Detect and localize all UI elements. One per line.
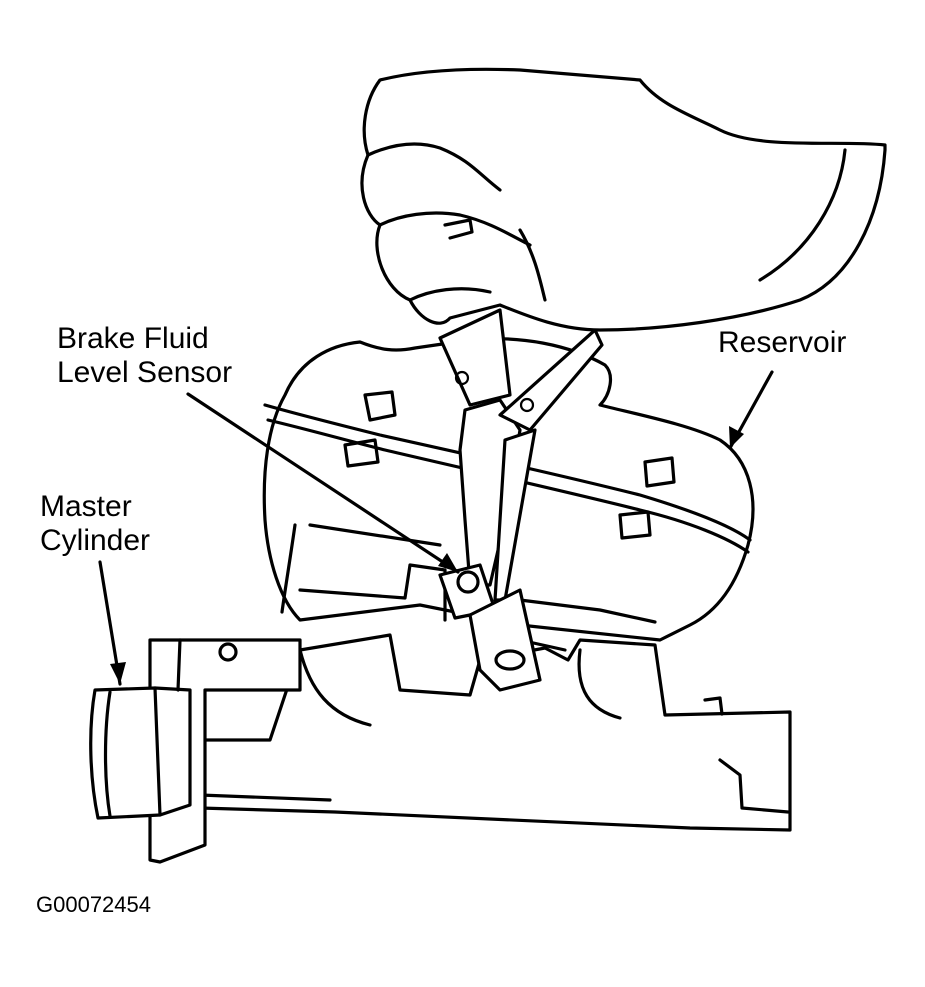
reservoir-arrowhead xyxy=(729,426,744,448)
master-cylinder-label: Master Cylinder xyxy=(40,490,150,558)
hand xyxy=(360,67,887,332)
master-cylinder-arrowhead xyxy=(110,662,126,684)
master-cylinder-label-line-2: Cylinder xyxy=(40,524,151,557)
figure-code: G00072454 xyxy=(36,892,151,917)
sensor-label-line-1: Brake Fluid xyxy=(57,322,209,355)
fluid-level-sensor xyxy=(438,308,604,692)
sensor-label-line-2: Level Sensor xyxy=(57,356,233,389)
leader-lines xyxy=(98,370,774,686)
sensor-leader-line xyxy=(186,392,460,574)
master-cylinder xyxy=(89,633,792,864)
master-cylinder-label-line-1: Master xyxy=(40,490,132,523)
sensor-arrowhead xyxy=(438,553,458,572)
reservoir-label: Reservoir xyxy=(718,326,847,359)
sensor-label: Brake Fluid Level Sensor xyxy=(57,322,232,390)
